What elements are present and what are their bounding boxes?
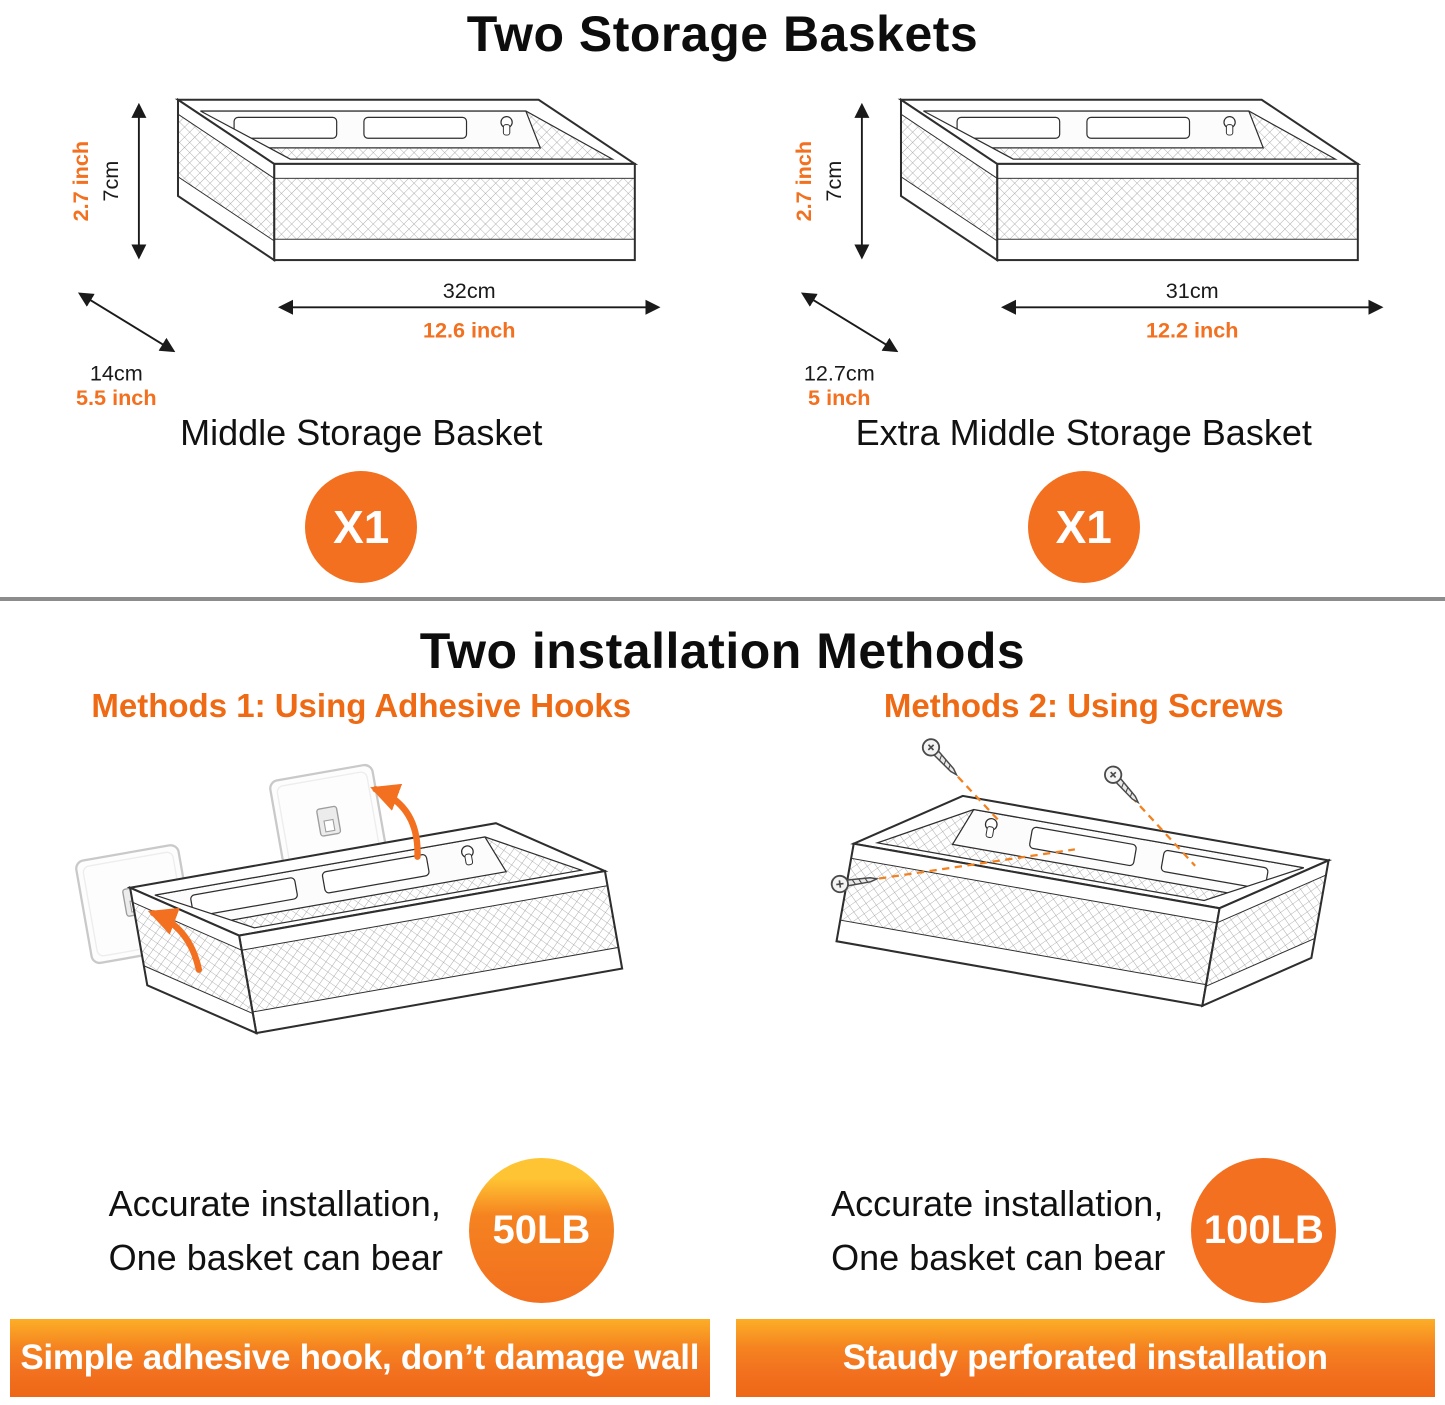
depth-cm-label: 12.7cm: [804, 361, 875, 386]
screw-guide-line: [1130, 795, 1196, 867]
extra-middle-basket-illustration: 7cm 2.7 inch 12.7cm 5 inch 31cm 12.2 inc…: [791, 98, 1384, 409]
quantity-badge: X1: [305, 471, 418, 583]
section-divider: [0, 597, 1445, 601]
banner-screws: Staudy perforated installation: [735, 1319, 1435, 1397]
method-title: Methods 2: Using Screws: [883, 687, 1284, 724]
basket-caption: Extra Middle Storage Basket: [855, 412, 1312, 453]
method-caption: Accurate installation, One basket can be…: [109, 1158, 614, 1303]
attach-arrow: [148, 907, 203, 973]
width-cm-label: 32cm: [443, 278, 496, 303]
height-inch-label: 2.7 inch: [68, 141, 93, 222]
installation-title: Two installation Methods: [419, 623, 1026, 679]
methods-row: Methods 1: Using Adhesive Hooks Accurate…: [0, 683, 1445, 1303]
height-inch-label: 2.7 inch: [791, 141, 816, 222]
depth-inch-label: 5 inch: [808, 385, 871, 409]
page-title: Two Storage Baskets: [466, 6, 979, 62]
weight-badge: 50LB: [468, 1158, 614, 1303]
caption-line1: Accurate installation,: [831, 1182, 1164, 1224]
basket-caption: Middle Storage Basket: [180, 412, 543, 453]
baskets-row: 7cm 2.7 inch 14cm 5.5 inch 32cm 12.6 inc…: [0, 70, 1445, 583]
method-adhesive-hooks: Methods 1: Using Adhesive Hooks Accurate…: [0, 683, 723, 1303]
depth-arrow: [78, 292, 176, 353]
height-cm-label: 7cm: [821, 161, 846, 202]
method-caption: Accurate installation, One basket can be…: [831, 1158, 1337, 1303]
width-inch-label: 12.2 inch: [1146, 317, 1239, 342]
quantity-badge: X1: [1027, 471, 1140, 583]
screws-illustration: [829, 734, 1330, 1025]
weight-badge: 100LB: [1191, 1158, 1337, 1303]
attach-arrow: [370, 783, 421, 860]
depth-inch-label: 5.5 inch: [76, 385, 157, 409]
width-inch-label: 12.6 inch: [423, 317, 516, 342]
method-title: Methods 1: Using Adhesive Hooks: [91, 687, 632, 724]
screw: [1100, 762, 1145, 809]
depth-arrow: [800, 292, 899, 353]
caption-line1: Accurate installation,: [108, 1182, 441, 1224]
middle-basket-illustration: 7cm 2.7 inch 14cm 5.5 inch 32cm 12.6 inc…: [68, 98, 661, 409]
width-cm-label: 31cm: [1166, 278, 1219, 303]
caption-line2: One basket can bear: [831, 1236, 1166, 1278]
banner-row: Simple adhesive hook, don’t damage wall …: [10, 1319, 1435, 1397]
adhesive-hooks-illustration: [74, 762, 624, 1052]
method-screws: Methods 2: Using Screws Accurate install…: [723, 683, 1445, 1303]
depth-cm-label: 14cm: [90, 361, 143, 386]
basket-block-middle: 7cm 2.7 inch 14cm 5.5 inch 32cm 12.6 inc…: [0, 70, 723, 583]
height-cm-label: 7cm: [98, 161, 123, 202]
banner-adhesive: Simple adhesive hook, don’t damage wall: [10, 1319, 710, 1397]
basket-block-extra-middle: 7cm 2.7 inch 12.7cm 5 inch 31cm 12.2 inc…: [723, 70, 1445, 583]
caption-line2: One basket can bear: [108, 1236, 443, 1278]
tilted-basket-mirrored: [835, 777, 1330, 1025]
screw: [918, 734, 964, 782]
